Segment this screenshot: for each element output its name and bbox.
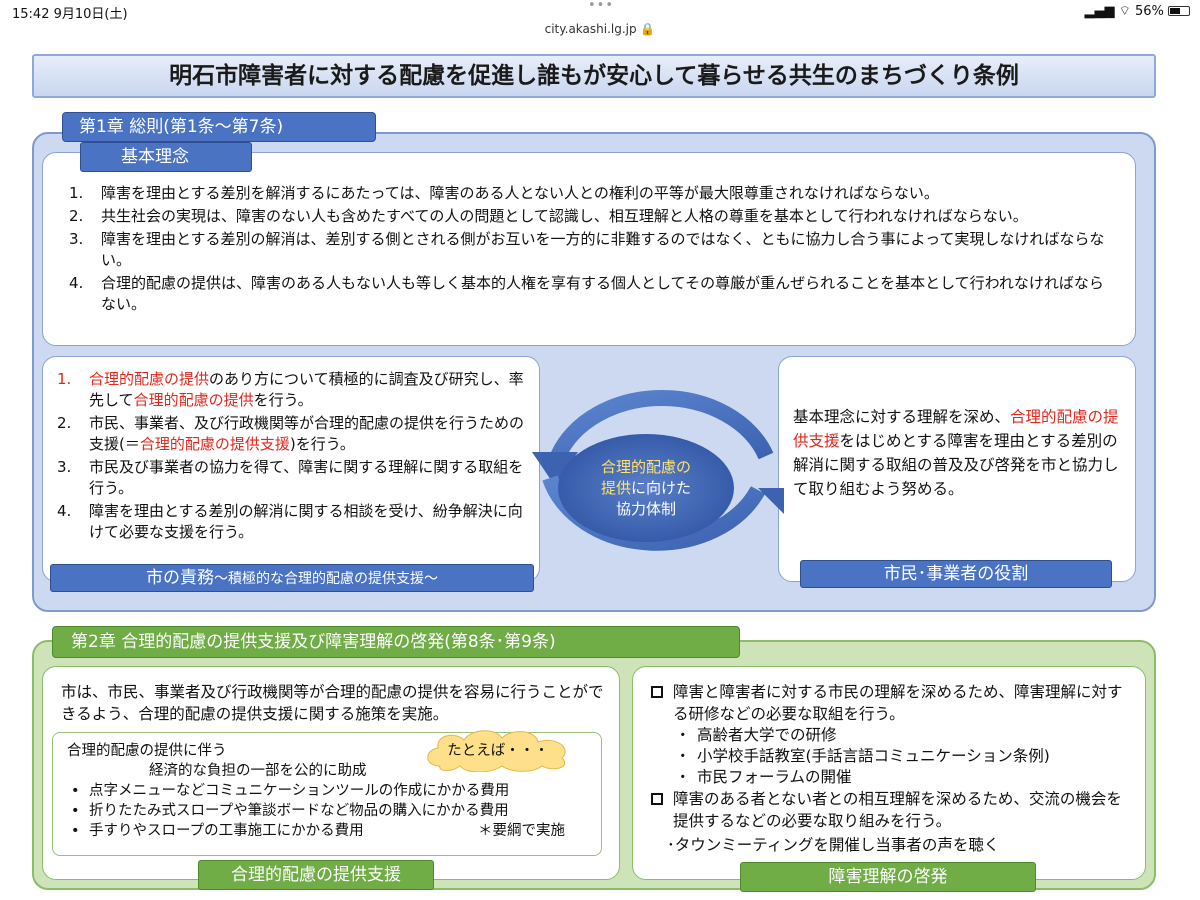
city-duties-box: 1.合理的配慮の提供のあり方について積極的に調査及び研究し、率先して合理的配慮の… xyxy=(42,356,540,582)
basic-principles-box: 1.障害を理由とする差別を解消するにあたっては、障害のある人とない人との権利の平… xyxy=(42,152,1136,346)
chapter2-tab: 第2章 合理的配慮の提供支援及び障害理解の啓発(第8条･第9条) xyxy=(52,626,740,658)
status-right: ▂▄▆ ⌔ 56% xyxy=(1084,3,1190,19)
cycle-arrowhead-right xyxy=(758,488,784,514)
duty-item: 2.市民、事業者、及び行政機関等が合理的配慮の提供を行うための支援(＝合理的配慮… xyxy=(57,414,525,453)
awareness-box: 障害と障害者に対する市民の理解を深めるため、障害理解に対する研修などの必要な取組… xyxy=(632,666,1146,880)
guideline-note: ＊要綱で実施 xyxy=(478,823,565,839)
center-ellipse xyxy=(558,434,734,542)
checkbox-square-icon xyxy=(651,793,663,805)
duty-item: 3.市民及び事業者の協力を得て、障害に関する理解に関する取組を行う。 xyxy=(57,458,524,497)
page-title: 明石市障害者に対する配慮を促進し誰もが安心して暮らせる共生のまちづくり条例 xyxy=(32,54,1156,98)
status-bar: 15:42 9月10日(土) ••• ▂▄▆ ⌔ 56% xyxy=(0,0,1200,22)
principle-item: 3.障害を理由とする差別の解消は、差別する側とされる側がお互いを一方的に非難する… xyxy=(69,230,1105,269)
status-time: 15:42 9月10日(土) xyxy=(12,7,128,22)
cloud-callout-icon xyxy=(427,730,566,772)
battery-icon xyxy=(1168,6,1190,16)
principle-item: 4.合理的配慮の提供は、障害のある人もない人も等しく基本的人権を享有する個人とし… xyxy=(69,274,1104,313)
support-label: 合理的配慮の提供支援 xyxy=(198,860,434,890)
example-item: 折りたたみ式スロープや筆談ボードなど物品の購入にかかる費用 xyxy=(67,801,591,821)
page: 明石市障害者に対する配慮を促進し誰もが安心して暮らせる共生のまちづくり条例 第1… xyxy=(0,42,1200,900)
duty-item: 4.障害を理由とする差別の解消に関する相談を受け、紛争解決に向けて必要な支援を行… xyxy=(57,502,523,541)
awareness-label: 障害理解の啓発 xyxy=(740,862,1036,892)
awareness-item: 障害と障害者に対する市民の理解を深めるため、障害理解に対する研修などの必要な取組… xyxy=(651,681,1135,725)
cooperation-system-text: 合理的配慮の 提供に向けた 協力体制 xyxy=(600,458,692,518)
url-bar[interactable]: city.akashi.lg.jp 🔒 xyxy=(544,22,656,36)
awareness-subitem: 小学校手話教室(手話言語コミュニケーション条例) xyxy=(675,746,1135,767)
cloud-text: たとえば・・・ xyxy=(447,743,549,759)
example-item: 点字メニューなどコミュニケーションツールの作成にかかる費用 xyxy=(67,781,591,801)
signal-wifi-icon: ▂▄▆ ⌔ xyxy=(1084,4,1131,19)
chapter1-tab: 第1章 総則(第1条〜第7条) xyxy=(62,112,376,142)
support-intro: 市は、市民、事業者及び行政機関等が合理的配慮の提供を容易に行うことができるよう、… xyxy=(61,683,604,723)
duty-item: 1.合理的配慮の提供のあり方について積極的に調査及び研究し、率先して合理的配慮の… xyxy=(57,370,524,409)
awareness-item: 障害のある者とない者との相互理解を深めるため、交流の機会を提供するなどの必要な取… xyxy=(651,788,1135,832)
city-duties-label: 市の責務〜積極的な合理的配慮の提供支援〜 xyxy=(50,564,534,592)
cycle-arrow-top xyxy=(550,390,774,460)
basic-principles-tab: 基本理念 xyxy=(80,142,252,172)
example-item: 手すりやスロープの工事施工にかかる費用＊要綱で実施 xyxy=(67,821,591,841)
awareness-subitem: 高齢者大学での研修 xyxy=(675,725,1135,746)
citizen-role-box: 基本理念に対する理解を深め、合理的配慮の提供支援をはじめとする障害を理由とする差… xyxy=(778,356,1136,582)
more-dots-icon[interactable]: ••• xyxy=(588,0,615,13)
checkbox-square-icon xyxy=(651,686,663,698)
principle-item: 1.障害を理由とする差別を解消するにあたっては、障害のある人とない人との権利の平… xyxy=(69,184,939,202)
citizen-role-label: 市民･事業者の役割 xyxy=(800,560,1112,588)
principle-item: 2.共生社会の実現は、障害のない人も含めたすべての人の問題として認識し、相互理解… xyxy=(69,207,1028,225)
battery-percent: 56% xyxy=(1134,4,1164,19)
cycle-arrowhead-left xyxy=(532,452,578,486)
awareness-subitem: 市民フォーラムの開催 xyxy=(675,767,1135,788)
town-meeting-note: ･タウンミーティングを開催し当事者の声を聴く xyxy=(667,836,1000,854)
